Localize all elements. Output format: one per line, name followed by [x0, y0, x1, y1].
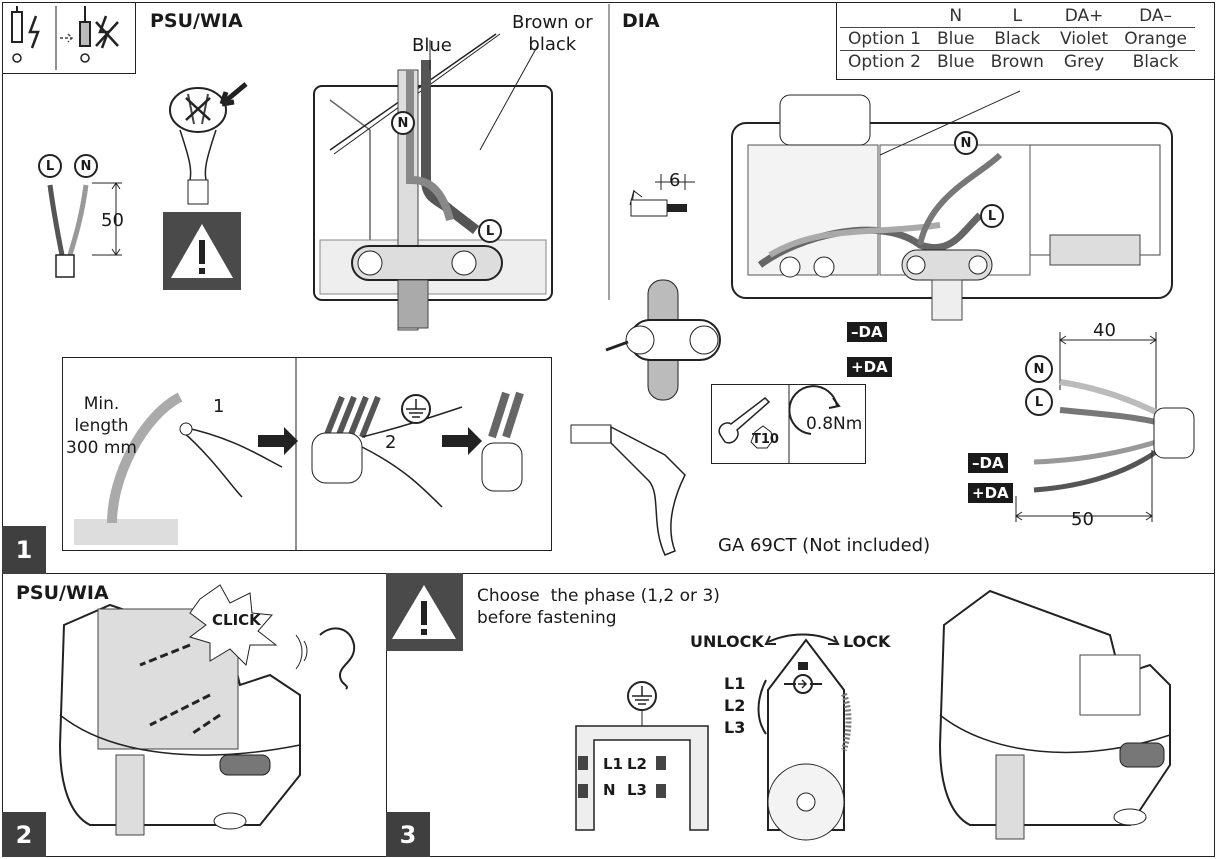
dia-title: DIA [622, 10, 660, 32]
brown-black-wire-label: Brown or black [512, 12, 593, 55]
blue-wire-label: Blue [412, 35, 452, 56]
step-3-number: 3 [386, 812, 430, 857]
neg-da-tag-mid: –DA [847, 322, 887, 342]
no-nick-wire-icon [169, 82, 248, 205]
psu-wia-title: PSU/WIA [150, 10, 243, 32]
table-cell: Black [982, 27, 1052, 51]
phase-l1: L1 [724, 674, 746, 693]
phase-l3: L3 [724, 718, 746, 737]
dia-terminal-l: L [980, 204, 1004, 228]
table-cell: Option 1 [840, 27, 929, 51]
unlock-label: UNLOCK [690, 632, 764, 651]
table-cell: Black [1116, 50, 1195, 73]
phase-selector-drawing [757, 633, 852, 841]
table-header-n: N [949, 6, 963, 26]
strip-length-50: 50 [101, 210, 124, 231]
table-header-da-minus: DA– [1139, 6, 1173, 26]
cutting-steps-box [62, 357, 552, 551]
neg-da-tag-right: –DA [968, 453, 1008, 473]
color-table-box [836, 2, 1215, 80]
cut-step-1: 1 [213, 396, 225, 417]
dia-cable-length-40: 40 [1093, 320, 1116, 341]
track-label-n: N [603, 781, 616, 799]
dia-cable-l: L [1025, 388, 1053, 416]
power-off-icon-box [2, 2, 136, 74]
dia-adapter-wiring-drawing [629, 90, 1173, 321]
warning-icon [171, 224, 233, 278]
step-2-number: 2 [2, 812, 46, 857]
panel2-title: PSU/WIA [16, 582, 109, 604]
wire-color-table: N L DA+ DA– Option 1 Blue Black Violet O… [840, 5, 1195, 73]
cutting-steps-drawing [74, 357, 524, 551]
click-label: CLICK [212, 611, 261, 629]
cut-step-2: 2 [385, 432, 397, 453]
step-1-number: 1 [2, 526, 46, 574]
psu-terminal-n: N [391, 111, 415, 135]
table-cell: Option 2 [840, 50, 929, 73]
phase-instruction: Choose the phase (1,2 or 3) before faste… [477, 586, 720, 628]
pos-da-tag-mid: +DA [847, 357, 892, 377]
terminal-l-badge: L [38, 154, 62, 178]
strip-6mm-dimension [630, 174, 695, 217]
min-length-label: Min. length 300 mm [66, 394, 137, 458]
screwdriver-icon [718, 384, 841, 464]
table-header-blank [840, 5, 929, 28]
table-cell: Grey [1051, 50, 1117, 73]
phase-l2: L2 [724, 696, 746, 715]
tool-label: GA 69CT (Not included) [718, 535, 931, 556]
table-header-da-plus: DA+ [1064, 6, 1104, 26]
dia-cable-length-50: 50 [1071, 509, 1094, 530]
torque-label: 0.8Nm [806, 414, 863, 434]
dia-cable-strip-illustration [1015, 332, 1195, 522]
track-label-l1: L1 [603, 755, 623, 773]
table-cell: Orange [1116, 27, 1195, 51]
psu-adapter-wiring-drawing [313, 33, 553, 331]
lock-label: LOCK [843, 632, 891, 651]
table-cell: Violet [1051, 27, 1117, 51]
crimp-tool-drawing [570, 424, 686, 556]
table-cell: Blue [928, 27, 983, 51]
table-header-l: L [1012, 6, 1023, 26]
power-off-icon [11, 6, 119, 70]
cable-clamp-detail [605, 279, 721, 401]
panel-3-frame [386, 573, 1215, 857]
warning-icon-phase [392, 585, 456, 639]
table-cell: Blue [928, 50, 983, 73]
adapter-mounted-drawing [938, 589, 1171, 840]
pos-da-tag-right: +DA [968, 483, 1013, 503]
stripped-wires-illustration [47, 182, 122, 278]
screwdriver-t10-label: T10 [752, 432, 779, 447]
table-cell: Brown [982, 50, 1052, 73]
track-profile-drawing [575, 681, 709, 831]
strip-length-6: 6 [669, 170, 681, 191]
psu-terminal-l: L [478, 219, 502, 243]
track-label-l2: L2 [627, 755, 647, 773]
dia-terminal-n: N [954, 131, 978, 155]
adapter-click-drawing [58, 584, 356, 836]
terminal-n-badge: N [74, 154, 98, 178]
dia-cable-n: N [1025, 355, 1053, 383]
track-label-l3: L3 [627, 781, 647, 799]
